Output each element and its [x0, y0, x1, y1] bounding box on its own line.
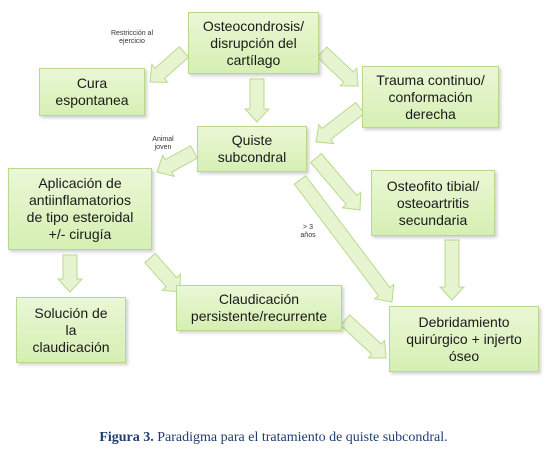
animal-joven-label: Animal joven [152, 136, 174, 151]
arrow-osteofito-to-debrid [438, 239, 466, 301]
mayor-3-anos-label: > 3 años [300, 224, 316, 239]
arrow-aplicacion-to-solucion [56, 254, 84, 293]
arrow-quiste-to-debrid [293, 175, 395, 303]
arrow-osteo-to-trauma [316, 46, 359, 87]
arrow-quiste-to-osteofito [309, 152, 362, 211]
quiste-subcondral-node: Quiste subcondral [197, 126, 307, 172]
aplicacion-antiinflamatorios-node: Aplicación de antiinflamatorios de tipo … [8, 168, 152, 250]
osteocondrosis-node: Osteocondrosis/ disrupción del cartílago [188, 12, 319, 74]
arrow-osteo-to-quiste [243, 78, 271, 123]
arrow-aplicacion-to-claud [144, 252, 181, 293]
arrow-trauma-to-quiste [315, 101, 366, 145]
restriccion-ejercicio-label: Restricción al ejercicio [110, 30, 153, 45]
arrow-osteo-to-cura [149, 46, 190, 83]
caption-label: Figura 3. [99, 430, 154, 445]
claudicacion-persistente-node: Claudicación persistente/recurrente [176, 285, 342, 331]
figure-caption: Figura 3. Paradigma para el tratamiento … [0, 430, 547, 446]
trauma-continuo-node: Trauma continuo/ conformación derecha [362, 66, 499, 128]
arrow-claud-to-debrid [339, 314, 387, 359]
osteofito-tibial-node: Osteofito tibial/ osteoartritis secundar… [371, 170, 495, 236]
cura-espontanea-node: Cura espontanea [39, 68, 145, 116]
arrow-quiste-to-aplicacion [156, 145, 198, 178]
caption-text: Paradigma para el tratamiento de quiste … [157, 430, 448, 445]
solucion-claudicacion-node: Solución de la claudicación [16, 297, 126, 363]
debridamiento-quirurgico-node: Debridamiento quirúrgico + injerto óseo [389, 306, 539, 372]
